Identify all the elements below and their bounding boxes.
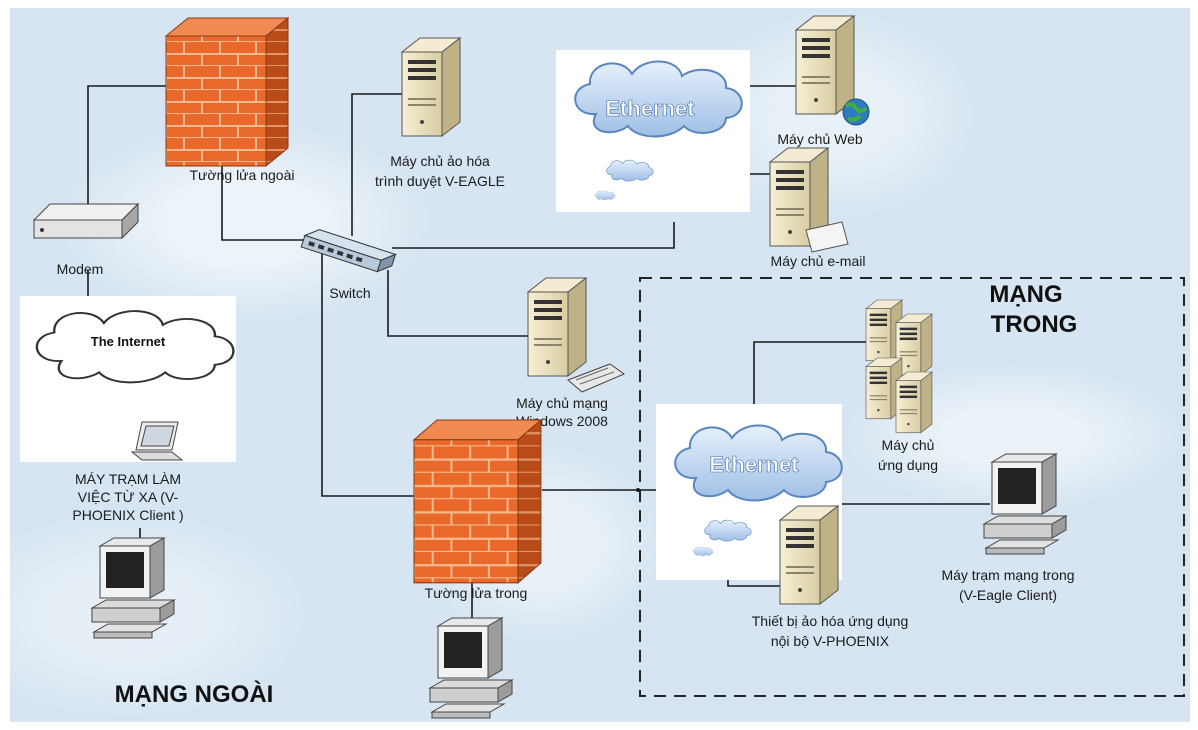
wire-firewall-modem — [87, 85, 166, 204]
server-icon — [401, 37, 461, 137]
remote-workstation-label-3: PHOENIX Client ) — [72, 507, 183, 523]
internal-workstation-label-1: Máy trạm mạng trong — [941, 567, 1074, 583]
inner-firewall-label: Tường lửa trong — [425, 585, 528, 601]
wire-switch-veagle — [351, 93, 406, 236]
wire-switch-dmz — [392, 222, 675, 249]
internal-zone-label-2: TRONG — [991, 311, 1078, 338]
external-zone-label: MẠNG NGOÀI — [115, 680, 274, 708]
vphoenix-label-2: nội bộ V-PHOENIX — [771, 633, 890, 649]
globe-icon — [842, 98, 870, 126]
desktop-icon — [429, 617, 513, 719]
desktop-icon — [91, 537, 175, 639]
wire-firewall-switch — [221, 158, 320, 241]
wire-switch-innerfw — [321, 254, 422, 497]
remote-workstation-label-2: VIỆC TỪ XA (V- — [78, 489, 179, 505]
app-server-label-1: Máy chủ — [882, 437, 935, 453]
server-icon — [795, 15, 855, 115]
cloud-icon — [704, 519, 752, 542]
ethernet-top-label: Ethernet — [605, 96, 695, 121]
cloud-icon — [594, 190, 616, 201]
desktop-icon — [983, 453, 1067, 555]
veagle-server-label-1: Máy chủ ảo hóa — [390, 153, 490, 169]
cloud-icon — [35, 310, 235, 384]
internal-zone-label-1: MẠNG — [989, 281, 1062, 308]
server-cluster-icon — [865, 299, 933, 434]
firewall-icon — [165, 17, 289, 167]
outer-firewall-label: Tường lửa ngoài — [190, 167, 295, 183]
email-server-label: Máy chủ e-mail — [771, 253, 866, 269]
firewall-icon — [413, 419, 542, 584]
ethernet-bottom-label: Ethernet — [709, 452, 799, 477]
keyboard-icon — [567, 363, 626, 393]
cloud-icon — [692, 546, 714, 557]
diagram-svg: Tường lửa ngoài Modem Switch Máy chủ ảo … — [20, 15, 1185, 719]
internal-zone-border — [639, 277, 1185, 697]
network-diagram: Tường lửa ngoài Modem Switch Máy chủ ảo … — [10, 8, 1190, 722]
vphoenix-label-1: Thiết bị ảo hóa ứng dụng — [752, 613, 909, 629]
envelope-icon — [805, 221, 849, 253]
veagle-server-label-2: trình duyệt V-EAGLE — [375, 173, 505, 189]
server-icon — [527, 277, 587, 377]
app-server-label-2: ứng dụng — [878, 457, 938, 473]
wire-switch-windows — [387, 270, 530, 337]
modem-label: Modem — [57, 261, 104, 277]
server-icon — [779, 505, 839, 605]
windows-server-label-1: Máy chủ mạng — [516, 395, 608, 411]
web-server-label: Máy chủ Web — [777, 131, 863, 147]
modem-icon — [32, 202, 140, 240]
cloud-icon — [606, 159, 654, 182]
remote-workstation-label-1: MÁY TRẠM LÀM — [75, 471, 181, 487]
internet-label: The Internet — [91, 334, 166, 349]
internal-workstation-label-2: (V-Eagle Client) — [959, 587, 1057, 603]
switch-label: Switch — [329, 285, 370, 301]
switch-icon — [300, 229, 397, 273]
wire-eth-workstation — [837, 478, 990, 505]
laptop-icon — [130, 421, 184, 461]
